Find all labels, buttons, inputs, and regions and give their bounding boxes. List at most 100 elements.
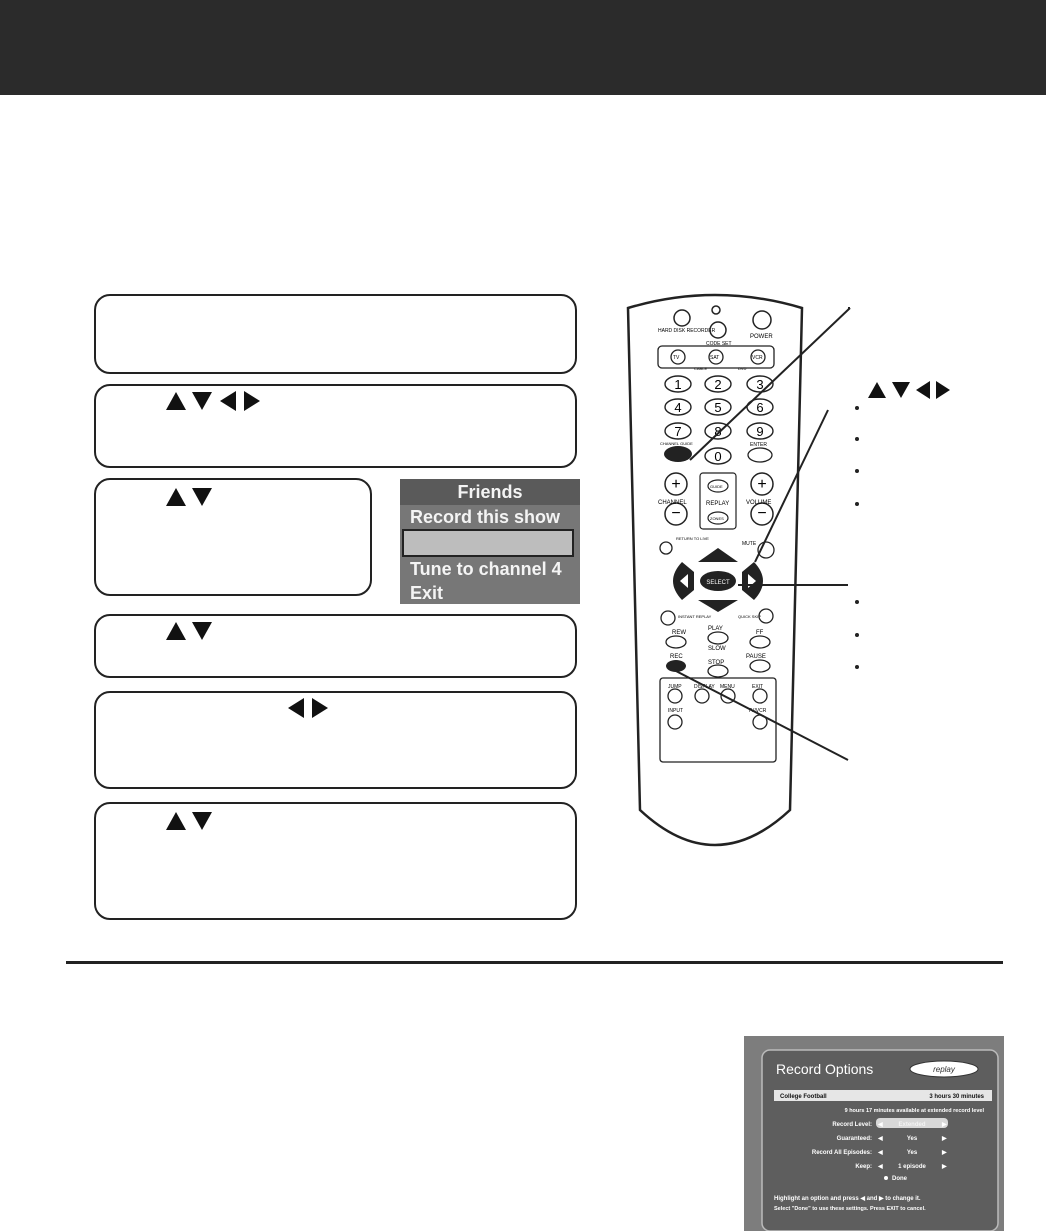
digit-key-1[interactable] bbox=[664, 375, 692, 393]
input-label: INPUT bbox=[668, 708, 683, 714]
callout-bullet bbox=[855, 406, 859, 410]
svg-text:Highlight an option and press: Highlight an option and press ◀ and ▶ to… bbox=[774, 1195, 921, 1202]
record-options-rows: Record Level:◀Extended▶Guaranteed:◀Yes▶R… bbox=[812, 1118, 948, 1170]
left-arrow-icon[interactable]: ◀ bbox=[877, 1121, 883, 1128]
menu-label: MENU bbox=[720, 684, 735, 690]
digit-label-2: 2 bbox=[714, 377, 721, 392]
callout-bullet bbox=[855, 600, 859, 604]
left-arrow-icon[interactable]: ◀ bbox=[877, 1135, 883, 1142]
callout-bullet bbox=[855, 633, 859, 637]
hint-line-1a: Highlight an option and press bbox=[774, 1196, 859, 1202]
header-bar bbox=[0, 0, 1046, 95]
digit-key-5[interactable] bbox=[704, 398, 732, 416]
digit-key-8[interactable] bbox=[704, 422, 732, 440]
dpad-down-button bbox=[698, 600, 738, 612]
digit-label-8: 8 bbox=[714, 424, 721, 439]
right-arrow-icon[interactable]: ▶ bbox=[941, 1121, 947, 1128]
code-set-label: CODE SET bbox=[706, 341, 732, 347]
callout-bullet bbox=[855, 502, 859, 506]
menu-item-record[interactable]: Record this show bbox=[410, 507, 561, 527]
option-label: Guaranteed: bbox=[837, 1136, 872, 1142]
callout-bullet bbox=[855, 665, 859, 669]
power-button bbox=[752, 310, 772, 330]
step-box-2 bbox=[94, 384, 577, 468]
dpad-up-button bbox=[698, 548, 738, 562]
left-arrow-icon[interactable]: ◀ bbox=[877, 1163, 883, 1170]
step-box-5 bbox=[94, 691, 577, 789]
option-value: Yes bbox=[907, 1150, 918, 1156]
enter-label: ENTER bbox=[750, 442, 767, 448]
step-box-4 bbox=[94, 614, 577, 678]
channel-guide-button bbox=[664, 446, 692, 462]
right-arrow-icon[interactable]: ▶ bbox=[941, 1163, 947, 1170]
return-to-live-label: RETURN TO LIVE bbox=[676, 536, 709, 541]
digit-key-3[interactable] bbox=[746, 375, 774, 393]
remote-control-illustration: HARD DISK RECORDER CODE SET POWER TV SAT… bbox=[626, 293, 804, 847]
exit-label: EXIT bbox=[752, 684, 763, 690]
dvd-label: DVD bbox=[738, 366, 747, 371]
step-box-1 bbox=[94, 294, 577, 374]
available-time: 9 hours 17 minutes available at extended… bbox=[845, 1108, 985, 1114]
friends-menu-screenshot: Friends Record this show Tune to channel… bbox=[400, 479, 580, 604]
rec-label: REC bbox=[670, 654, 683, 660]
hint-line-1b: and bbox=[867, 1196, 878, 1202]
svg-text:+: + bbox=[671, 476, 680, 493]
volume-label: VOLUME bbox=[746, 500, 771, 506]
done-option: Done bbox=[892, 1176, 908, 1182]
digit-label-3: 3 bbox=[756, 377, 763, 392]
slow-label: SLOW bbox=[708, 646, 726, 652]
cable-label: CABLE bbox=[694, 366, 707, 371]
tv-label: TV bbox=[673, 355, 680, 361]
arrow-keys-icon bbox=[166, 391, 260, 411]
up-down-arrows-icon bbox=[166, 812, 212, 830]
svg-text:−: − bbox=[757, 505, 766, 522]
option-highlight[interactable] bbox=[876, 1118, 948, 1128]
menu-item-tune[interactable]: Tune to channel 4 bbox=[410, 559, 562, 579]
option-value: 1 episode bbox=[898, 1164, 926, 1170]
hint-line-1c: to change it. bbox=[885, 1196, 921, 1202]
digit-key-7[interactable] bbox=[664, 422, 692, 440]
option-label: Record Level: bbox=[832, 1122, 872, 1128]
digit-key-9[interactable] bbox=[746, 422, 774, 440]
hard-disk-recorder-label: HARD DISK RECORDER bbox=[658, 328, 716, 334]
callout-bullet bbox=[855, 469, 859, 473]
digit-key-0[interactable] bbox=[704, 447, 732, 465]
arrow-keys-icon bbox=[868, 381, 950, 399]
show-duration: 3 hours 30 minutes bbox=[929, 1094, 984, 1100]
guide-label: GUIDE bbox=[710, 484, 723, 489]
hint-line-2: Select "Done" to use these settings. Pre… bbox=[774, 1206, 926, 1212]
record-options-title: Record Options bbox=[776, 1061, 873, 1077]
right-arrow-icon[interactable]: ▶ bbox=[941, 1135, 947, 1142]
menu-item-exit[interactable]: Exit bbox=[410, 583, 444, 603]
channel-label: CHANNEL bbox=[658, 500, 687, 506]
replay-label: REPLAY bbox=[706, 501, 729, 507]
option-value: Extended bbox=[898, 1122, 925, 1128]
up-down-arrows-icon bbox=[166, 488, 212, 506]
select-button bbox=[700, 571, 736, 591]
digit-key-2[interactable] bbox=[704, 375, 732, 393]
stop-label: STOP bbox=[708, 660, 724, 666]
step-box-6 bbox=[94, 802, 577, 920]
digit-label-0: 0 bbox=[714, 449, 721, 464]
ff-label: FF bbox=[756, 630, 764, 636]
up-down-arrows-icon bbox=[166, 622, 212, 640]
digit-key-4[interactable] bbox=[664, 398, 692, 416]
rew-label: REW bbox=[672, 630, 686, 636]
callout-bullet bbox=[855, 437, 859, 441]
vcr-label: VCR bbox=[752, 355, 763, 361]
option-label: Keep: bbox=[855, 1164, 872, 1170]
digit-label-5: 5 bbox=[714, 400, 721, 415]
digit-label-9: 9 bbox=[756, 424, 763, 439]
right-arrow-icon[interactable]: ▶ bbox=[941, 1149, 947, 1156]
left-arrow-icon[interactable]: ◀ bbox=[877, 1149, 883, 1156]
sat-label: SAT bbox=[710, 355, 719, 361]
callout-leader-lines bbox=[673, 307, 851, 761]
menu-item-highlighted[interactable] bbox=[402, 529, 574, 557]
digit-label-6: 6 bbox=[756, 400, 763, 415]
svg-text:+: + bbox=[757, 476, 766, 493]
tv-vcr-label: TV/VCR bbox=[748, 708, 767, 714]
step-box-3 bbox=[94, 478, 372, 596]
digit-label-7: 7 bbox=[674, 424, 681, 439]
record-options-screenshot: Record Options replay College Football 3… bbox=[744, 1036, 1004, 1231]
pause-label: PAUSE bbox=[746, 654, 766, 660]
